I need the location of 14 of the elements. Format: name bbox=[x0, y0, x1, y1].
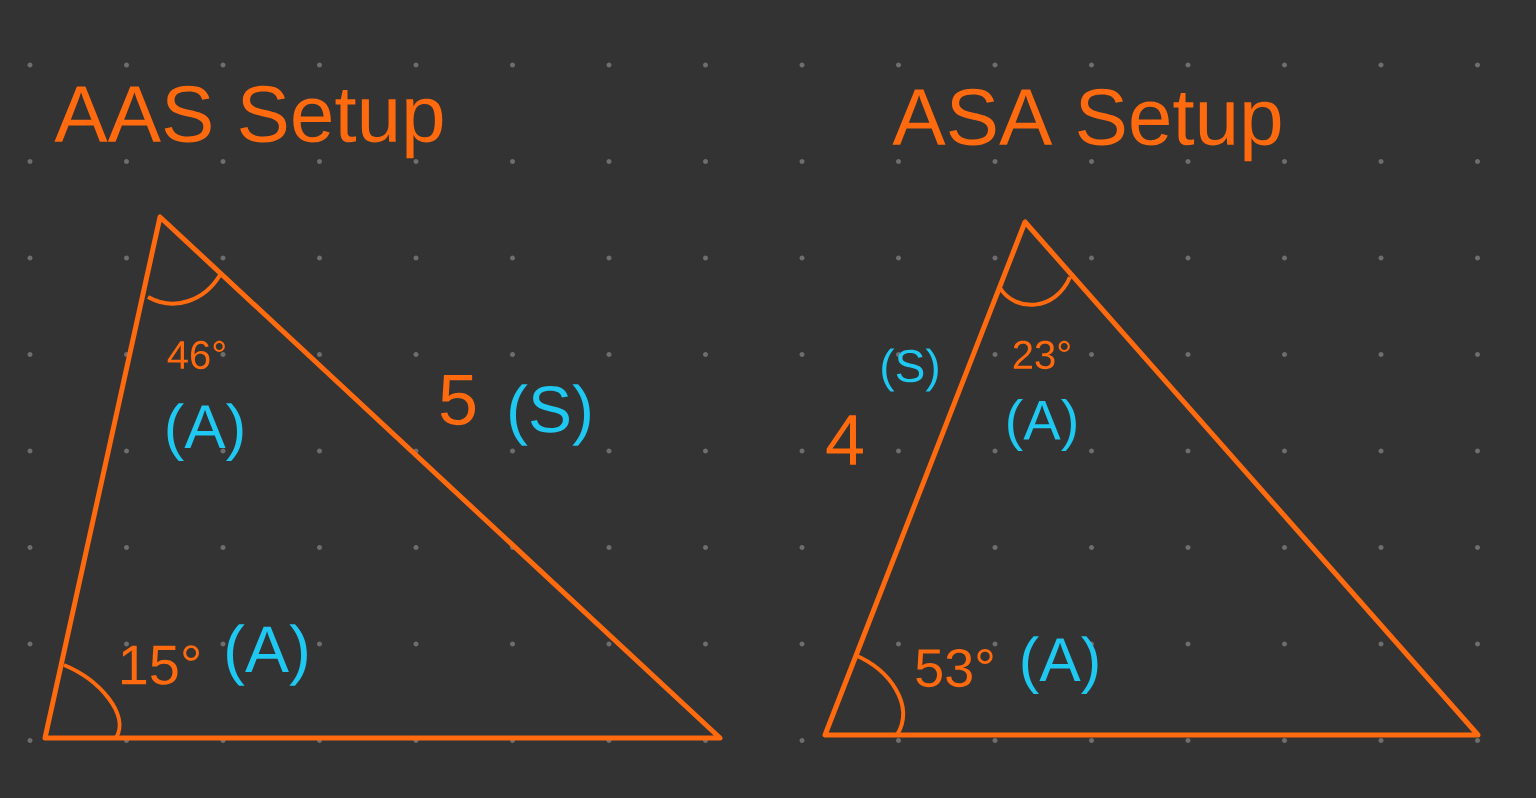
side-tag: (S) bbox=[882, 348, 938, 392]
angle-label: 46° bbox=[167, 340, 225, 370]
side-label: 4 bbox=[826, 415, 863, 465]
side-label: 5 bbox=[440, 374, 475, 426]
angle-label: 15° bbox=[121, 645, 199, 685]
heading: ASA Setup bbox=[892, 88, 1281, 162]
angle-tag: (A) bbox=[167, 403, 243, 461]
angle-tag: (A) bbox=[227, 624, 307, 686]
angle-tag: (A) bbox=[1008, 398, 1076, 452]
side-tag: (S) bbox=[510, 384, 590, 446]
angle-label: 23° bbox=[1013, 340, 1070, 370]
heading: AAS Setup bbox=[54, 85, 443, 159]
angle-tag: (A) bbox=[1022, 636, 1098, 694]
angle-label: 53° bbox=[916, 648, 993, 688]
